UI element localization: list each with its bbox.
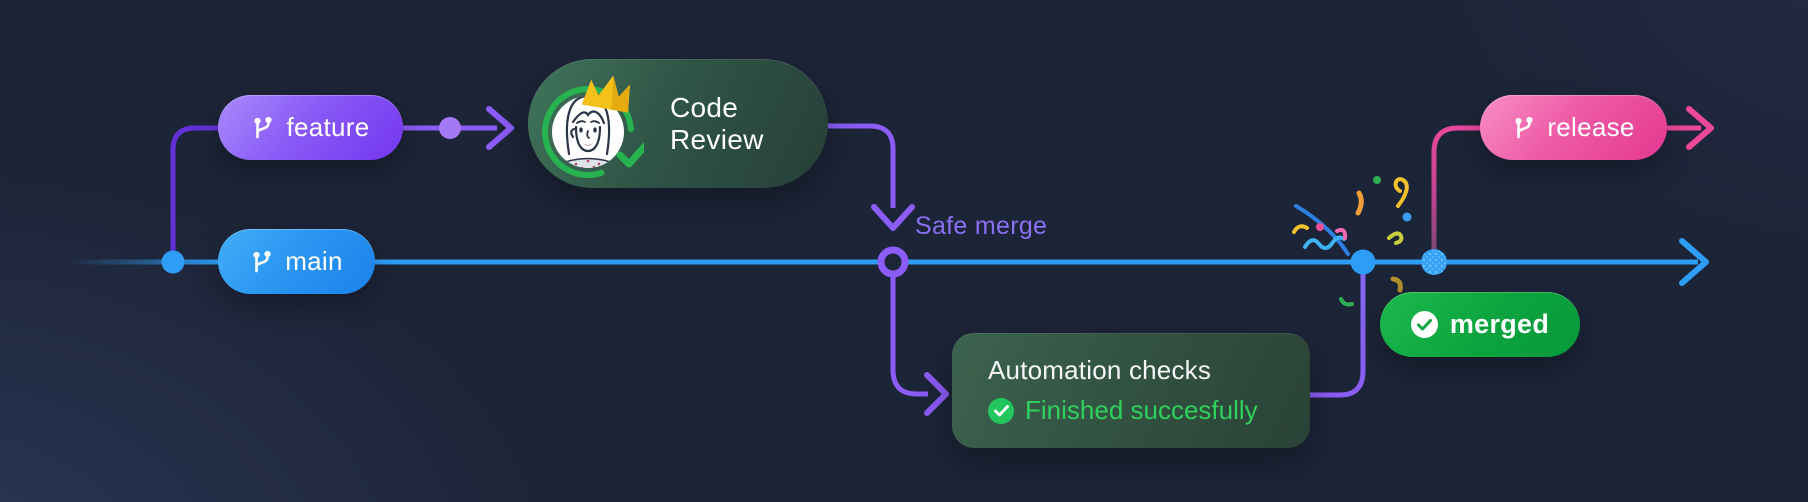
check-icon — [616, 142, 649, 167]
code-review-label: Code Review — [670, 91, 764, 155]
git-branch-icon — [1515, 116, 1533, 138]
release-branch-line — [1431, 106, 1714, 260]
branch-label: main — [285, 246, 343, 276]
merged-badge: merged — [1380, 292, 1580, 357]
release-arrow-icon — [1686, 106, 1714, 150]
merge-commit-dot — [1350, 249, 1376, 275]
safe-merge-label: Safe merge — [915, 212, 1048, 240]
feature-branch-line — [170, 106, 514, 262]
automation-status: Finished succesfully — [988, 395, 1258, 426]
review-approved-ring — [542, 85, 634, 178]
branch-point-dot — [161, 250, 185, 274]
release-point-dot — [1421, 249, 1447, 275]
code-review-card: Code Review — [528, 59, 828, 188]
merged-check-icon — [1410, 311, 1438, 338]
crown-icon — [581, 74, 630, 113]
branch-pill-main: main — [218, 229, 375, 294]
feature-arrow-icon — [486, 106, 514, 150]
automation-title: Automation checks — [988, 355, 1212, 385]
main-arrow-icon — [1679, 238, 1709, 286]
git-branch-icon — [253, 250, 271, 272]
reviewer-avatar — [536, 67, 649, 181]
branch-label: release — [1547, 112, 1635, 142]
automation-checks-card: Automation checks Finished succesfully — [952, 333, 1310, 448]
confetti — [1292, 176, 1412, 307]
safe-merge-arrow-icon — [871, 204, 915, 231]
merge-path — [828, 123, 915, 231]
branch-pill-feature: feature — [218, 95, 403, 160]
merged-label: merged — [1449, 309, 1550, 339]
safe-merge-node — [877, 246, 909, 278]
branch-pill-release: release — [1480, 95, 1667, 160]
automation-arrow-icon — [924, 372, 949, 416]
automation-path — [890, 266, 1366, 416]
success-check-icon — [988, 397, 1014, 424]
branch-label: feature — [286, 112, 370, 142]
feature-commit-dot — [439, 117, 461, 139]
automation-status-text: Finished succesfully — [1025, 395, 1258, 425]
git-branch-icon — [254, 116, 273, 138]
